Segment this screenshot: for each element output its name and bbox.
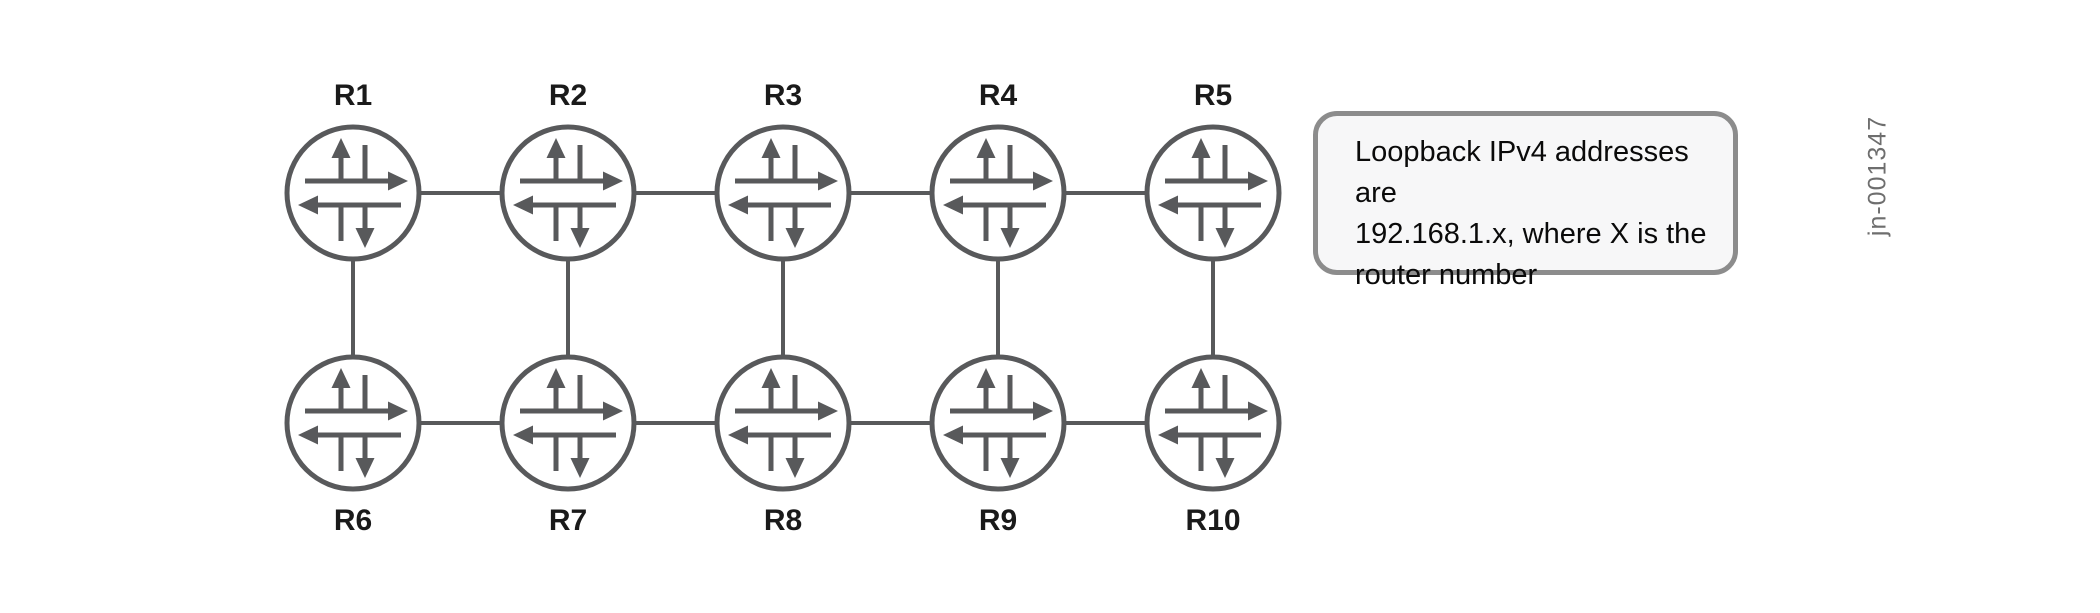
router-icon <box>287 357 419 489</box>
note-line: Loopback IPv4 addresses are <box>1355 136 1689 209</box>
note-line: 192.168.1.x, where X is the <box>1355 218 1707 250</box>
note-line: router number <box>1355 259 1538 291</box>
router-icon <box>1147 357 1279 489</box>
router-R6: R6 <box>287 357 419 537</box>
router-label: R3 <box>764 79 802 112</box>
router-label: R8 <box>764 504 802 537</box>
router-icon <box>502 357 634 489</box>
router-icon <box>717 357 849 489</box>
router-icon <box>502 127 634 259</box>
router-label: R5 <box>1194 79 1232 112</box>
router-R1: R1 <box>287 79 419 259</box>
router-label: R1 <box>334 79 372 112</box>
router-icon <box>717 127 849 259</box>
router-R5: R5 <box>1147 79 1279 259</box>
router-label: R6 <box>334 504 372 537</box>
router-label: R7 <box>549 504 587 537</box>
note-box: Loopback IPv4 addresses are 192.168.1.x,… <box>1313 111 1738 291</box>
router-R8: R8 <box>717 357 849 537</box>
router-icon <box>932 127 1064 259</box>
router-icon <box>1147 127 1279 259</box>
router-label: R9 <box>979 504 1017 537</box>
router-R4: R4 <box>932 79 1064 259</box>
router-R10: R10 <box>1147 357 1279 537</box>
router-icon <box>287 127 419 259</box>
figure-id-caption: jn-001347 <box>1863 115 1892 237</box>
router-label: R2 <box>549 79 587 112</box>
router-label: R10 <box>1185 504 1240 537</box>
router-label: R4 <box>979 79 1018 112</box>
router-icon <box>932 357 1064 489</box>
router-R9: R9 <box>932 357 1064 537</box>
router-R2: R2 <box>502 79 634 259</box>
router-R7: R7 <box>502 357 634 537</box>
router-R3: R3 <box>717 79 849 259</box>
